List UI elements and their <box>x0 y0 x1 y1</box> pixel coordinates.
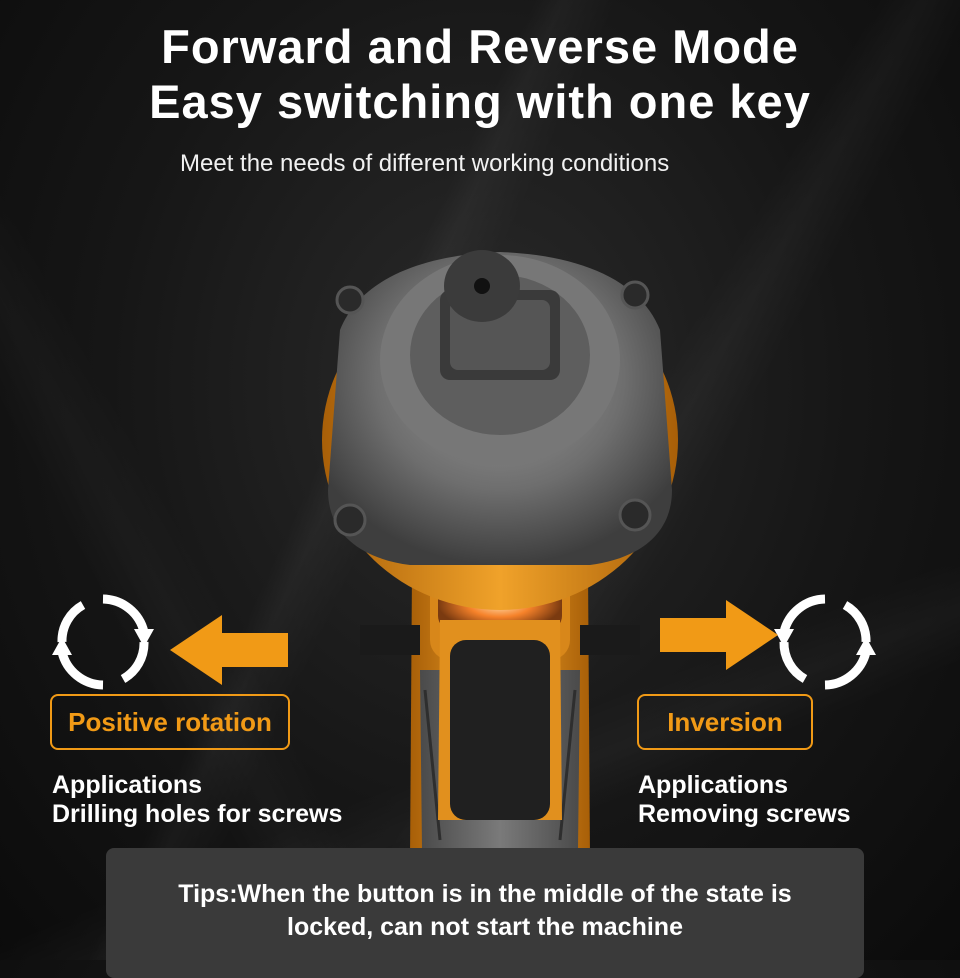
inversion-label: Inversion <box>637 694 813 750</box>
tips-text: Tips:When the button is in the middle of… <box>106 878 864 944</box>
tips-line-2: locked, can not start the machine <box>287 913 683 941</box>
impact-wrench-image <box>322 250 678 860</box>
positive-rotation-text: Positive rotation <box>68 706 272 737</box>
rotate-counterclockwise-icon <box>774 594 876 690</box>
tips-box: Tips:When the button is in the middle of… <box>106 848 864 978</box>
inversion-text: Inversion <box>667 706 783 737</box>
right-applications-text: Removing screws <box>638 800 851 828</box>
subtitle: Meet the needs of different working cond… <box>180 150 670 177</box>
arrow-right-icon <box>660 600 778 670</box>
headline-line-2: Easy switching with one key <box>149 75 811 128</box>
left-applications: Applications Drilling holes for screws <box>52 771 342 829</box>
left-applications-text: Drilling holes for screws <box>52 800 343 828</box>
headline-line-1: Forward and Reverse Mode <box>161 20 799 73</box>
left-applications-title: Applications <box>52 771 203 799</box>
positive-rotation-label: Positive rotation <box>50 694 290 750</box>
right-applications-title: Applications <box>638 771 789 799</box>
arrow-left-icon <box>170 615 288 685</box>
right-applications: Applications Removing screws <box>638 771 851 829</box>
tips-line-1: Tips:When the button is in the middle of… <box>178 880 792 908</box>
rotate-clockwise-icon <box>52 594 154 690</box>
